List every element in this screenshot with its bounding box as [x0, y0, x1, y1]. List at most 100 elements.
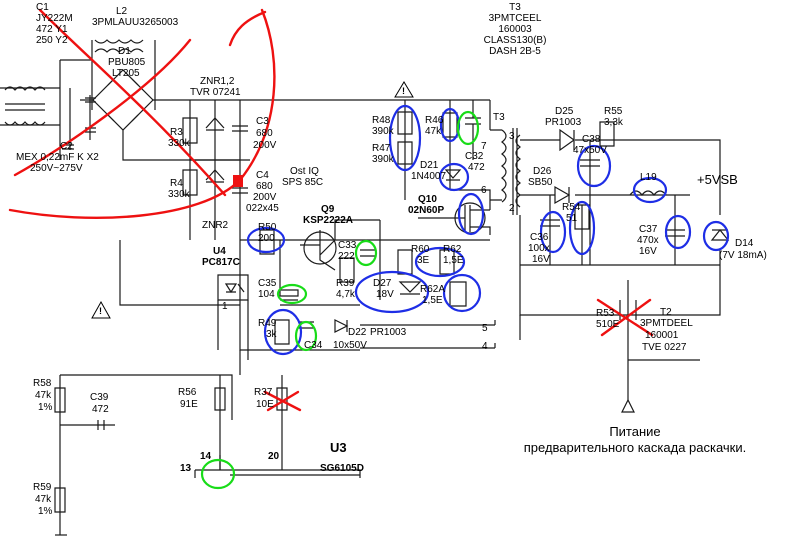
- d21-name: D21: [420, 160, 439, 171]
- c32-name: C32: [465, 151, 484, 162]
- pin-2: 2: [509, 203, 515, 214]
- green-circle-pin14: [200, 458, 236, 490]
- c4-value3: 022x45: [246, 203, 279, 214]
- znr2-name: ZNR2: [202, 220, 229, 231]
- blue-circle-r39d27: [354, 270, 430, 314]
- blue-circle-r60r62: [414, 246, 466, 278]
- c34-value: 10x50V: [333, 340, 367, 351]
- t3-top-value5: DASH 2B-5: [489, 46, 541, 57]
- r50-value: 200: [258, 233, 275, 244]
- c1-value2: 472 Y1: [36, 24, 68, 35]
- ost-value2: SPS 85C: [282, 177, 324, 188]
- t3-top-value2: 3PMTCEEL: [488, 13, 542, 24]
- blue-circle-l19: [632, 176, 668, 204]
- d26-name: D26: [533, 166, 552, 177]
- r37-name: R37: [254, 387, 273, 398]
- r56-name: R56: [178, 387, 197, 398]
- d1-name: D1: [118, 46, 131, 57]
- d21-value: 1N4007: [411, 171, 447, 182]
- c38-name: C38: [582, 134, 601, 145]
- t3-top-name: T3: [509, 2, 521, 13]
- r50-name: R50: [258, 222, 277, 233]
- l2-value: 3PMLAUU3265003: [92, 17, 179, 28]
- warning-icon-top: [394, 81, 414, 98]
- ost-value1: Ost IQ: [290, 166, 319, 177]
- c39-name: C39: [90, 392, 109, 403]
- r4-value: 330k: [168, 189, 190, 200]
- c32-value: 472: [468, 162, 485, 173]
- blue-circle-c38: [576, 144, 612, 188]
- c4-name: C4: [256, 170, 269, 181]
- r53-value: 510E: [596, 319, 620, 330]
- pin-6: 6: [481, 185, 487, 196]
- c36-name: C36: [530, 232, 549, 243]
- green-circle-c32: [456, 110, 480, 146]
- r60-value: 3E: [417, 255, 430, 266]
- c3-name: C3: [256, 116, 269, 127]
- r62-name: R62: [443, 244, 462, 255]
- q10-name: Q10: [418, 194, 437, 205]
- blue-circle-r48r47: [388, 104, 422, 172]
- t2-value3: TVE 0227: [642, 342, 687, 353]
- r3-value: 330k: [168, 138, 190, 149]
- r60-name: R60: [411, 244, 430, 255]
- warning-icon-left: [91, 300, 111, 319]
- green-marks: [200, 110, 480, 490]
- t3-top-value4: CLASS130(B): [483, 35, 547, 46]
- c33-name: C33: [338, 240, 357, 251]
- u3-value: SG6105D: [320, 463, 364, 474]
- c33-value: 222: [338, 251, 355, 262]
- r62-value: 1,5E: [443, 255, 464, 266]
- pin-13: 13: [180, 463, 192, 474]
- blue-circle-r50: [246, 226, 286, 254]
- r62a-value: 1,5E: [422, 295, 443, 306]
- blue-circle-d14: [702, 220, 730, 252]
- u3-name: U3: [330, 440, 347, 455]
- c37-name: C37: [639, 224, 658, 235]
- r49-value: 3k: [266, 329, 277, 340]
- d14-value: (7V 18mA): [719, 250, 767, 261]
- r49-name: R49: [258, 318, 277, 329]
- l2-name: L2: [116, 6, 128, 17]
- r46-name: R46: [425, 115, 444, 126]
- c1-value3: 250 Y2: [36, 35, 68, 46]
- r53-name: R53: [596, 308, 615, 319]
- pin-7: 7: [481, 141, 487, 152]
- red-cap-mark: [233, 175, 243, 187]
- blue-circle-q10: [457, 192, 485, 236]
- t2-value1: 3PMTDEEL: [640, 318, 693, 329]
- c4-value2: 200V: [253, 192, 277, 203]
- pin-1: 1: [222, 301, 228, 312]
- c3-value1: 680: [256, 128, 273, 139]
- d1-value1: PBU805: [108, 57, 146, 68]
- d22-value: PR1003: [370, 327, 407, 338]
- blue-circle-r49: [263, 308, 303, 356]
- d27-value: 18V: [376, 289, 394, 300]
- r54-value: 51: [566, 213, 578, 224]
- red-cross-t2: [596, 298, 654, 337]
- r39-name: R39: [336, 278, 355, 289]
- note-line1: Питание: [609, 424, 661, 439]
- znr-value: TVR 07241: [190, 87, 241, 98]
- warning-mark-top: !: [402, 86, 405, 96]
- c2-value2: 250V~275V: [30, 163, 83, 174]
- c3-value2: 200V: [253, 140, 277, 151]
- c34-name: C34: [304, 340, 323, 351]
- q9-name: Q9: [321, 204, 335, 215]
- r54-name: R54: [562, 202, 581, 213]
- green-circle-c34: [294, 320, 318, 352]
- green-circle-c33: [354, 239, 378, 267]
- blue-circle-c37: [664, 214, 692, 250]
- pin-4: 4: [482, 341, 488, 352]
- r58-value1: 47k: [35, 390, 52, 401]
- r47-name: R47: [372, 143, 391, 154]
- blue-circle-r54: [568, 200, 596, 256]
- r59-name: R59: [33, 482, 52, 493]
- pin-3: 3: [509, 131, 515, 142]
- u4-name: U4: [213, 246, 226, 257]
- t2-name: T2: [660, 307, 672, 318]
- r59-value1: 47k: [35, 494, 52, 505]
- r62a-name: R62A: [420, 284, 446, 295]
- r55-name: R55: [604, 106, 623, 117]
